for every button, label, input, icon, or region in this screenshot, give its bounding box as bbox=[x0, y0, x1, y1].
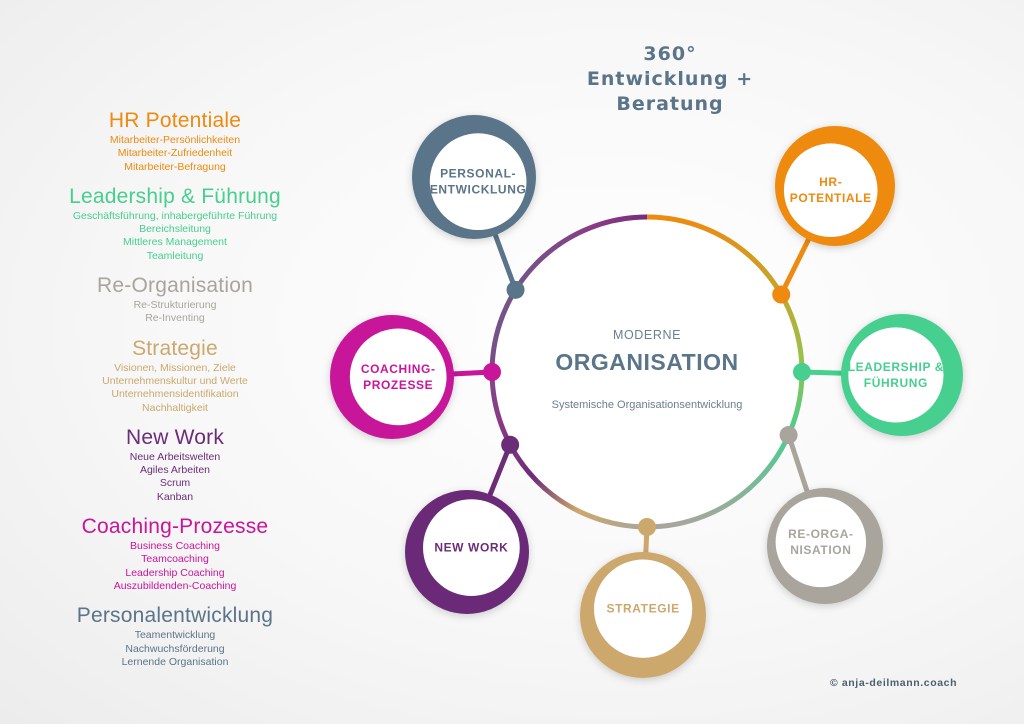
legend-item: Nachwuchsförderung bbox=[125, 642, 225, 655]
legend-item: Mitarbeiter-Zufriedenheit bbox=[117, 147, 233, 160]
legend-item: Agiles Arbeiten bbox=[139, 464, 211, 477]
center-circle-fill bbox=[492, 217, 802, 527]
node-label-line: NEW WORK bbox=[434, 541, 508, 555]
node-inner-disk bbox=[429, 133, 527, 230]
copyright-text: © anja-deilmann.coach bbox=[830, 677, 958, 689]
node-inner-disk bbox=[423, 499, 520, 596]
node-inner-disk bbox=[349, 328, 447, 426]
node-inner-disk bbox=[775, 496, 867, 588]
connector-dot bbox=[506, 280, 525, 299]
connector-dots bbox=[483, 280, 811, 536]
node-personal: PERSONAL- ENTWICKLUNG bbox=[412, 115, 536, 239]
legend-item: Business Coaching bbox=[130, 540, 220, 553]
node-label-line: PROZESSE bbox=[363, 378, 433, 392]
legend-section-title: Re-Organisation bbox=[97, 274, 253, 298]
legend-section-title: Strategie bbox=[132, 336, 218, 360]
legend-item: Teamentwicklung bbox=[134, 629, 216, 642]
headline: 360° Entwicklung + Beratung bbox=[540, 42, 800, 117]
center-subtitle: Systemische Organisationsentwicklung bbox=[552, 399, 743, 411]
legend-item: Lernende Organisation bbox=[121, 655, 229, 668]
connector-dot bbox=[779, 426, 798, 445]
legend-section-title: Leadership & Führung bbox=[69, 184, 281, 208]
legend-item: Teamleitung bbox=[146, 249, 204, 262]
node-label-line: FÜHRUNG bbox=[864, 375, 928, 390]
node-coaching: COACHING- PROZESSE bbox=[330, 315, 454, 439]
node-label-line: HR- bbox=[819, 175, 842, 189]
node-label-line: LEADERSHIP & bbox=[848, 360, 944, 374]
legend-section-title: HR Potentiale bbox=[108, 109, 242, 132]
legend-item: Auszubildenden-Coaching bbox=[113, 579, 237, 592]
legend-item: Unternehmenskultur und Werte bbox=[102, 374, 248, 387]
legend-item: Teamcoaching bbox=[141, 553, 209, 566]
node-leadership: LEADERSHIP &FÜHRUNG bbox=[841, 314, 963, 436]
legend-item: Re-Strukturierung bbox=[133, 299, 217, 312]
legend-item: Mitarbeiter-Befragung bbox=[124, 160, 226, 173]
center-top-label: MODERNE bbox=[613, 328, 681, 342]
legend-item: Neue Arbeitswelten bbox=[129, 450, 221, 463]
legend-item: Nachhaltigkeit bbox=[142, 401, 208, 414]
connector-dot bbox=[501, 435, 520, 454]
headline-line-1: 360° bbox=[643, 43, 697, 65]
node-label-line: ENTWICKLUNG bbox=[430, 183, 527, 197]
connector-dot bbox=[793, 363, 811, 381]
node-label-line: NISATION bbox=[790, 543, 851, 557]
node-inner-disk bbox=[848, 327, 944, 423]
legend-item: Bereichsleitung bbox=[139, 223, 211, 236]
legend-item: Mittleres Management bbox=[123, 236, 227, 249]
connector-dot bbox=[638, 518, 656, 536]
legend-section-title: Personalentwicklung bbox=[76, 604, 274, 628]
legend-item: Re-Inventing bbox=[145, 312, 205, 325]
node-inner-disk bbox=[593, 559, 693, 658]
legend-item: Mitarbeiter-Persönlichkeiten bbox=[109, 134, 241, 146]
node-strategie: STRATEGIE bbox=[580, 552, 706, 678]
nodes: PERSONAL- ENTWICKLUNG HR- POTENTIALE COACHIN… bbox=[330, 115, 963, 678]
node-newwork: NEW WORK bbox=[405, 490, 529, 614]
legend-item: Geschäftsführung, inhabergeführte Führun… bbox=[72, 209, 278, 222]
headline-line-3: Beratung bbox=[616, 93, 724, 115]
connector-dot bbox=[483, 363, 501, 381]
node-label-line: POTENTIALE bbox=[790, 191, 872, 205]
connector-dot bbox=[772, 285, 791, 304]
legend-section-title: New Work bbox=[125, 425, 225, 449]
center-text: MODERNE ORGANISATION Systemische Organis… bbox=[552, 328, 743, 411]
node-hr: HR- POTENTIALE bbox=[775, 126, 895, 246]
headline-line-2: Entwicklung + bbox=[586, 68, 754, 90]
legend-item: Kanban bbox=[156, 490, 194, 503]
legend-section-title: Coaching-Prozesse bbox=[81, 515, 269, 539]
center-title: ORGANISATION bbox=[555, 349, 738, 375]
node-label-line: STRATEGIE bbox=[607, 602, 680, 616]
node-label-line: PERSONAL- bbox=[440, 167, 516, 181]
node-label-line: COACHING- bbox=[361, 362, 436, 376]
node-label-line: RE-ORGA- bbox=[788, 527, 853, 541]
legend-item: Unternehmensidentifikation bbox=[111, 388, 239, 401]
node-inner-disk bbox=[783, 143, 878, 238]
legend-item: Leadership Coaching bbox=[125, 566, 225, 579]
legend-item: Scrum bbox=[159, 477, 191, 490]
legend-item: Visionen, Missionen, Ziele bbox=[114, 361, 236, 374]
node-reorg: RE-ORGA- NISATION bbox=[767, 488, 883, 604]
